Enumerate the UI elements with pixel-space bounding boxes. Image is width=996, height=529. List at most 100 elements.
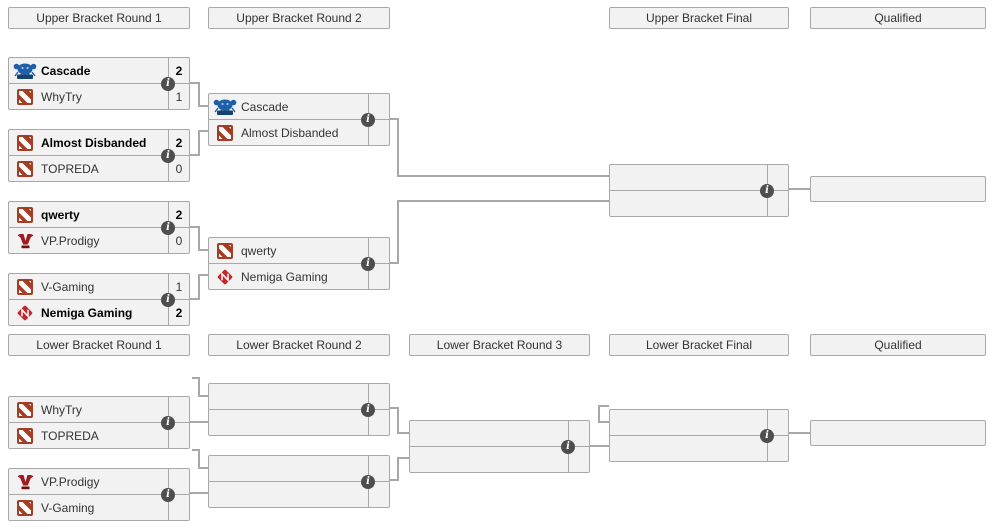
dota2-logo-icon — [9, 427, 41, 444]
match-ub-final: i — [609, 164, 789, 217]
info-icon[interactable]: i — [361, 402, 375, 417]
match-ub-r1-4: V-Gaming 1 Nemiga Gaming 2 i — [8, 273, 190, 326]
team-score — [767, 191, 788, 216]
info-icon[interactable]: i — [361, 256, 375, 271]
info-icon[interactable]: i — [760, 428, 774, 443]
team-name[interactable]: TOPREDA — [41, 428, 99, 443]
team-name[interactable]: V-Gaming — [41, 500, 95, 515]
team-score: 2 — [168, 300, 189, 325]
match-ub-r1-1: Cascade 2 WhyTry 1 i — [8, 57, 190, 110]
info-icon[interactable]: i — [161, 148, 175, 163]
match-lb-r2-1: i — [208, 383, 390, 436]
team-row-v-gaming[interactable]: V-Gaming 1 — [9, 274, 189, 299]
team-row-whytry[interactable]: WhyTry 1 — [9, 83, 189, 109]
team-row-topreda[interactable]: TOPREDA 0 — [9, 155, 189, 181]
info-icon[interactable]: i — [161, 487, 175, 502]
team-name[interactable]: TOPREDA — [41, 161, 99, 176]
team-row-empty — [610, 190, 788, 216]
team-score: 0 — [168, 228, 189, 253]
team-name[interactable]: V-Gaming — [41, 279, 95, 294]
team-name[interactable]: Almost Disbanded — [241, 125, 339, 140]
team-row-almost-disbanded[interactable]: Almost Disbanded — [209, 119, 389, 145]
team-row-vp-prodigy[interactable]: VP.Prodigy 0 — [9, 227, 189, 253]
match-ub-r2-2: qwerty Nemiga Gaming i — [208, 237, 390, 290]
team-score — [168, 423, 189, 448]
team-row-nemiga-gaming[interactable]: Nemiga Gaming — [209, 263, 389, 289]
team-name[interactable]: Nemiga Gaming — [241, 269, 328, 284]
team-row-empty — [209, 409, 389, 435]
dota2-logo-icon — [209, 124, 241, 141]
team-row-qwerty[interactable]: qwerty 2 — [9, 202, 189, 227]
match-ub-r1-2: Almost Disbanded 2 TOPREDA 0 i — [8, 129, 190, 182]
team-row-empty — [610, 435, 788, 461]
team-row-vp-prodigy[interactable]: VP.Prodigy — [9, 469, 189, 494]
team-score — [168, 469, 189, 494]
info-icon[interactable]: i — [161, 220, 175, 235]
dota2-logo-icon — [9, 160, 41, 177]
match-lb-r3-1: i — [409, 420, 590, 473]
team-score — [368, 410, 389, 435]
info-icon[interactable]: i — [361, 112, 375, 127]
header-lower-bracket-round-2: Lower Bracket Round 2 — [208, 334, 390, 356]
nemiga-logo-icon — [209, 268, 241, 286]
team-score — [368, 120, 389, 145]
team-row-cascade[interactable]: Cascade 2 — [9, 58, 189, 83]
info-icon[interactable]: i — [361, 474, 375, 489]
header-upper-bracket-final: Upper Bracket Final — [609, 7, 789, 29]
cascade-logo-icon — [209, 97, 241, 116]
vp-prodigy-logo-icon — [9, 233, 41, 249]
team-name[interactable]: VP.Prodigy — [41, 233, 100, 248]
team-score: 1 — [168, 274, 189, 299]
info-icon[interactable]: i — [561, 439, 575, 454]
dota2-logo-icon — [9, 134, 41, 151]
team-name[interactable]: WhyTry — [41, 402, 82, 417]
lower-qualified-slot — [810, 420, 986, 446]
team-name[interactable]: Cascade — [41, 63, 91, 78]
info-icon[interactable]: i — [161, 415, 175, 430]
team-name[interactable]: VP.Prodigy — [41, 474, 100, 489]
header-lower-qualified: Qualified — [810, 334, 986, 356]
team-score: 0 — [168, 156, 189, 181]
dota2-logo-icon — [9, 206, 41, 223]
team-name[interactable]: qwerty — [41, 207, 80, 222]
team-score: 1 — [168, 84, 189, 109]
info-icon[interactable]: i — [760, 183, 774, 198]
team-row-qwerty[interactable]: qwerty — [209, 238, 389, 263]
team-row-almost-disbanded[interactable]: Almost Disbanded 2 — [9, 130, 189, 155]
team-score — [368, 482, 389, 507]
info-icon[interactable]: i — [161, 292, 175, 307]
match-ub-r2-1: Cascade Almost Disbanded i — [208, 93, 390, 146]
header-lower-bracket-round-1: Lower Bracket Round 1 — [8, 334, 190, 356]
header-lower-bracket-round-3: Lower Bracket Round 3 — [409, 334, 590, 356]
team-row-v-gaming[interactable]: V-Gaming — [9, 494, 189, 520]
team-score — [767, 410, 788, 435]
team-score — [767, 436, 788, 461]
team-score — [368, 238, 389, 263]
dota2-logo-icon — [9, 88, 41, 105]
team-row-whytry[interactable]: WhyTry — [9, 397, 189, 422]
team-name[interactable]: Nemiga Gaming — [41, 305, 133, 320]
cascade-logo-icon — [9, 61, 41, 80]
team-score — [168, 495, 189, 520]
header-lower-bracket-final: Lower Bracket Final — [609, 334, 789, 356]
match-lb-r1-1: WhyTry TOPREDA i — [8, 396, 190, 449]
team-row-cascade[interactable]: Cascade — [209, 94, 389, 119]
team-name[interactable]: Almost Disbanded — [41, 135, 147, 150]
dota2-logo-icon — [9, 401, 41, 418]
match-lb-r1-2: VP.Prodigy V-Gaming i — [8, 468, 190, 521]
header-upper-bracket-round-2: Upper Bracket Round 2 — [208, 7, 390, 29]
team-score: 2 — [168, 130, 189, 155]
team-score — [568, 421, 589, 446]
vp-prodigy-logo-icon — [9, 474, 41, 490]
team-row-empty — [209, 481, 389, 507]
team-name[interactable]: qwerty — [241, 243, 277, 258]
team-name[interactable]: Cascade — [241, 99, 289, 114]
info-icon[interactable]: i — [161, 76, 175, 91]
team-name[interactable]: WhyTry — [41, 89, 82, 104]
team-score — [568, 447, 589, 472]
team-row-nemiga-gaming[interactable]: Nemiga Gaming 2 — [9, 299, 189, 325]
team-score — [368, 264, 389, 289]
team-row-topreda[interactable]: TOPREDA — [9, 422, 189, 448]
team-score: 2 — [168, 58, 189, 83]
